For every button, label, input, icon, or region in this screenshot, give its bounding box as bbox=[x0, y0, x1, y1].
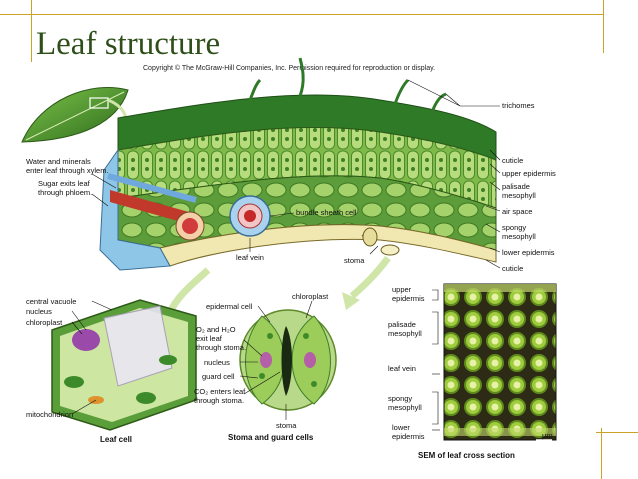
label-sem-spongy: spongy bbox=[388, 394, 412, 403]
label-sem-upper-epidermis: epidermis bbox=[392, 294, 425, 303]
label-trichomes: trichomes bbox=[502, 101, 535, 110]
stoma-guard-cells-illustration bbox=[239, 309, 337, 411]
arrow-head-stoma bbox=[342, 292, 360, 310]
label-leaf-vein: leaf vein bbox=[236, 253, 264, 262]
bottom-right-accent-vertical bbox=[601, 428, 602, 479]
caption-sem: SEM of leaf cross section bbox=[418, 451, 515, 460]
whole-leaf-illustration bbox=[21, 86, 129, 143]
label-sem-lower: lower bbox=[392, 423, 410, 432]
label-co2-line2: through stoma. bbox=[194, 396, 244, 405]
label-sugar-2: through phloem. bbox=[38, 188, 92, 197]
label-palisade-mesophyll: mesophyll bbox=[502, 191, 536, 200]
bottom-right-accent-line bbox=[596, 432, 638, 433]
label-scale-unit: μm bbox=[542, 431, 553, 440]
label-sem-leaf-vein: leaf vein bbox=[388, 364, 416, 373]
label-epidermal-cell: epidermal cell bbox=[206, 302, 253, 311]
label-lower-epidermis: lower epidermis bbox=[502, 248, 555, 257]
arrow-to-stoma bbox=[349, 255, 391, 299]
label-sem-palisade: palisade bbox=[388, 320, 416, 329]
copyright-notice: Copyright © The McGraw-Hill Companies, I… bbox=[143, 65, 436, 72]
label-spongy-mesophyll: mesophyll bbox=[502, 232, 536, 241]
label-sem-lower-epidermis: epidermis bbox=[392, 432, 425, 441]
left-accent-line bbox=[31, 0, 32, 62]
label-stoma-guard: stoma bbox=[276, 421, 297, 430]
label-co2-line1: CO₂ enters leaf bbox=[194, 387, 246, 396]
caption-stoma-guard-cells: Stoma and guard cells bbox=[228, 433, 314, 442]
label-cuticle-bottom: cuticle bbox=[502, 264, 523, 273]
label-air-space: air space bbox=[502, 207, 532, 216]
label-cuticle-top: cuticle bbox=[502, 156, 523, 165]
label-chloroplast: chloroplast bbox=[26, 318, 63, 327]
label-upper-epidermis: upper epidermis bbox=[502, 169, 556, 178]
leaf-cross-section bbox=[99, 57, 497, 271]
label-sem-palisade-mesophyll: mesophyll bbox=[388, 329, 422, 338]
label-water-2: enter leaf through xylem. bbox=[26, 166, 109, 175]
label-sugar-1: Sugar exits leaf bbox=[38, 179, 91, 188]
label-o2-line1: O₂ and H₂O bbox=[196, 325, 236, 334]
leaf-cell-illustration bbox=[51, 299, 197, 431]
label-chloroplast-guard: chloroplast bbox=[292, 292, 329, 301]
label-o2-line2: exit leaf bbox=[196, 334, 223, 343]
label-o2-line3: through stoma. bbox=[196, 343, 246, 352]
label-palisade: palisade bbox=[502, 182, 530, 191]
top-accent-line bbox=[0, 14, 604, 15]
label-central-vacuole: central vacuole bbox=[26, 297, 76, 306]
right-accent-line bbox=[603, 0, 604, 53]
label-nucleus: nucleus bbox=[26, 307, 52, 316]
sem-image bbox=[443, 283, 557, 441]
label-sem-spongy-mesophyll: mesophyll bbox=[388, 403, 422, 412]
arrow-to-leaf-cell bbox=[166, 267, 211, 314]
label-water-1: Water and minerals bbox=[26, 157, 91, 166]
label-nucleus-guard: nucleus bbox=[204, 358, 230, 367]
label-guard-cell: guard cell bbox=[202, 372, 235, 381]
caption-leaf-cell: Leaf cell bbox=[100, 435, 132, 444]
label-stoma: stoma bbox=[344, 256, 365, 265]
label-bundle-sheath: bundle sheath cell bbox=[296, 208, 357, 217]
label-sem-upper: upper bbox=[392, 285, 412, 294]
label-mitochondrion: mitochondrion bbox=[26, 410, 73, 419]
slide-title: Leaf structure bbox=[36, 26, 221, 62]
label-spongy: spongy bbox=[502, 223, 526, 232]
